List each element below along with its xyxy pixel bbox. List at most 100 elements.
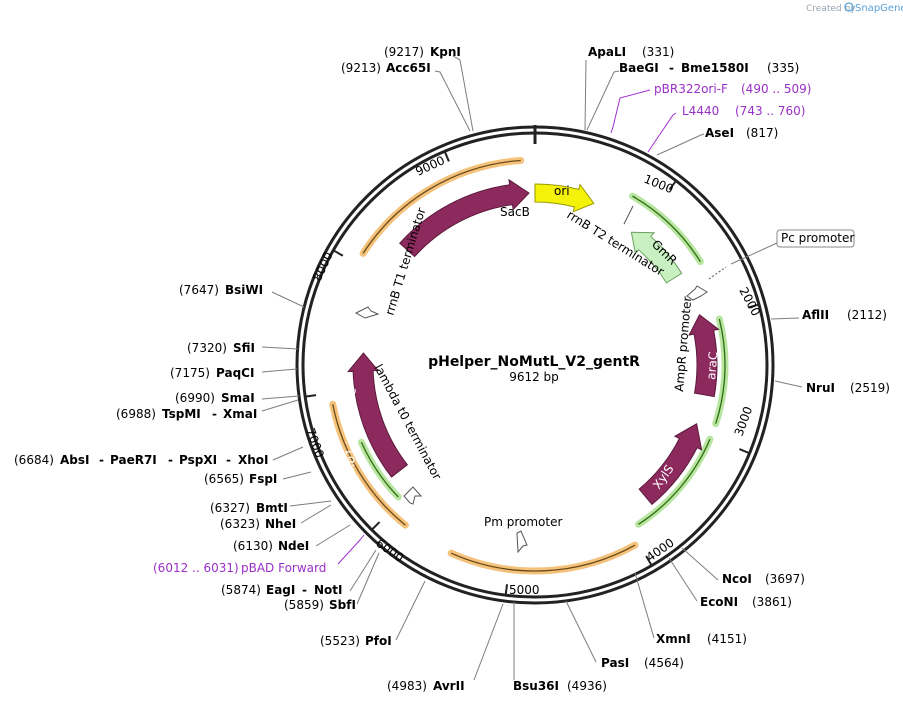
site-ncoi-pos: (3697) — [765, 572, 805, 586]
sacb-feature[interactable] — [399, 178, 530, 258]
primer-leader — [647, 112, 677, 153]
sacb-label: SacB — [500, 205, 530, 219]
site-bme1580i-name: Bme1580I — [681, 61, 749, 75]
site-smai-name: SmaI — [221, 391, 255, 405]
site-eagi-dash: - — [302, 583, 307, 597]
ori-feature[interactable] — [534, 183, 595, 213]
pm-promoter-label: Pm promoter — [484, 515, 562, 529]
site-tspmi-dash: - — [212, 407, 217, 421]
site-kpni-pos: (9217) — [384, 45, 424, 59]
features — [347, 178, 720, 506]
site-econi-pos: (3861) — [752, 595, 792, 609]
orf-arc-core — [332, 404, 406, 526]
rrnb-t2-glyph — [623, 205, 634, 225]
ruler-tick — [739, 448, 750, 455]
site-acc65i-pos: (9213) — [341, 61, 381, 75]
ruler-tick-label: 7000 — [303, 426, 327, 459]
primer-l4440-range: (743 .. 760) — [735, 104, 805, 118]
site-bmti-pos: (6327) — [210, 501, 250, 515]
site-acc65i-name: Acc65I — [386, 61, 431, 75]
site-xhoi-name: XhoI — [238, 453, 269, 467]
primer-pbad-forward-range: (6012 .. 6031) — [153, 561, 239, 575]
ruler-tick-label: 8000 — [310, 250, 336, 284]
site-sfii-pos: (7320) — [187, 341, 227, 355]
ruler-tick — [305, 394, 317, 398]
ruler-tick-label: 5000 — [509, 583, 540, 597]
site-baegi-name: BaeGI — [619, 61, 659, 75]
site-bsu36i-name: Bsu36I — [513, 679, 559, 693]
site-pfoi-name: PfoI — [365, 634, 392, 648]
plasmid-name: pHelper_NoMutL_V2_gentR — [428, 354, 640, 370]
site-paqci-pos: (7175) — [170, 366, 210, 380]
site-bsiwi-pos: (7647) — [179, 283, 219, 297]
primer-pbr322ori-f-range: (490 .. 509) — [741, 82, 811, 96]
site-aflii-name: AflII — [802, 308, 829, 322]
orf-arc-green-core — [360, 442, 399, 498]
primer-leader — [337, 534, 365, 565]
pc-promoter-glyph — [708, 266, 727, 280]
primers: pBR322ori-F (490 .. 509) L4440 (743 .. 7… — [153, 82, 811, 575]
site-ndei-name: NdeI — [278, 539, 309, 553]
orf-arcs — [329, 156, 729, 575]
site-absi-name: AbsI — [60, 453, 89, 467]
ruler-tick — [371, 521, 381, 531]
site-tspmi-pos: (6988) — [116, 407, 156, 421]
site-apali-name: ApaLI — [588, 45, 626, 59]
ruler-tick — [748, 303, 760, 309]
site-asei-pos: (817) — [746, 126, 778, 140]
gmr-feature[interactable] — [630, 231, 683, 284]
site-asei-name: AseI — [705, 126, 734, 140]
site-pasi-name: PasI — [601, 656, 629, 670]
site-ncoi-name: NcoI — [722, 572, 752, 586]
site-pspxi-name: PspXI — [179, 453, 217, 467]
xyls-feature[interactable] — [638, 423, 703, 506]
site-avrii-pos: (4983) — [387, 679, 427, 693]
bxb1-label: Bxb1 integrase — [343, 388, 359, 479]
pm-promoter-arrow-icon — [516, 530, 528, 554]
snapgene-credit: Created by SnapGene — [806, 2, 903, 14]
orf-arc-core — [362, 159, 521, 254]
site-baegi-dash: - — [669, 61, 674, 75]
ruler-tick — [332, 249, 344, 257]
site-sbfi-pos: (5859) — [284, 598, 324, 612]
orf-arc-core — [450, 544, 636, 572]
ruler-tick — [443, 150, 450, 162]
site-pasi-pos: (4564) — [644, 656, 684, 670]
site-bmti-name: BmtI — [256, 501, 288, 515]
pc-promoter-leader — [730, 242, 778, 265]
pc-promoter-label: Pc promoter — [781, 231, 854, 245]
site-eagi-name: EagI — [266, 583, 295, 597]
ampr-promoter-arrow-icon — [686, 285, 708, 301]
site-nhei-name: NheI — [265, 517, 296, 531]
site-absi-dash: - — [99, 453, 104, 467]
site-xmai-name: XmaI — [223, 407, 257, 421]
site-tspmi-name: TspMI — [162, 407, 201, 421]
pc-promoter-box — [776, 229, 855, 248]
site-fspi-name: FspI — [249, 472, 277, 486]
arac-feature[interactable] — [688, 313, 720, 398]
site-avrii-name: AvrII — [433, 679, 465, 693]
credit-prefix: Created by — [806, 4, 856, 14]
ruler-tick — [645, 555, 653, 567]
primer-l4440-name: L4440 — [682, 104, 719, 118]
ruler-tick — [504, 584, 509, 596]
site-sbfi-name: SbfI — [329, 598, 356, 612]
site-ndei-pos: (6130) — [233, 539, 273, 553]
site-labels: (9217) KpnI (9213) Acc65I ApaLI (331) Ba… — [14, 45, 890, 693]
orf-arc-green-core — [715, 318, 726, 424]
bxb1-integrase-feature[interactable] — [347, 352, 409, 478]
site-paer7i-dash: - — [168, 453, 173, 467]
site-bsu36i-pos: (4936) — [567, 679, 607, 693]
site-absi-pos: (6684) — [14, 453, 54, 467]
ruler-tick-label: 3000 — [732, 405, 756, 438]
site-bsiwi-name: BsiWI — [225, 283, 263, 297]
site-econi-name: EcoNI — [700, 595, 738, 609]
site-nrui-pos: (2519) — [850, 381, 890, 395]
site-eagi-pos: (5874) — [221, 583, 261, 597]
site-noti-name: NotI — [314, 583, 343, 597]
orf-arc-green-core — [632, 195, 701, 263]
primer-pbr322ori-f-name: pBR322ori-F — [654, 82, 728, 96]
site-paqci-name: PaqCI — [216, 366, 254, 380]
